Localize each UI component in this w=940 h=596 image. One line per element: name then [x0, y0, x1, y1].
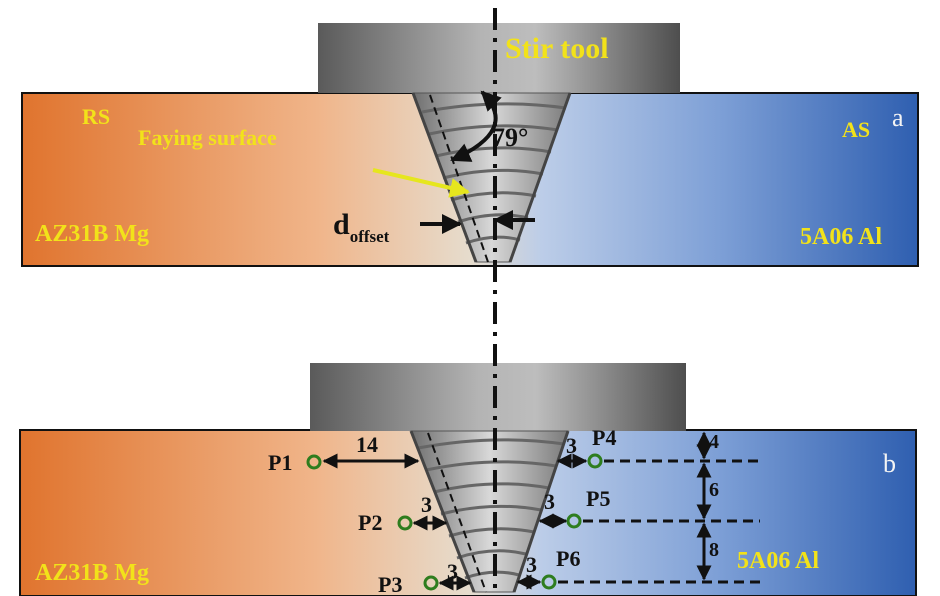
tool-shoulder-a [318, 23, 680, 93]
dist-label-p6: 3 [526, 552, 537, 577]
panel-b: P1 P2 P3 P4 P5 P6 14 3 3 3 3 3 4 6 8 b A… [19, 363, 917, 596]
point-p6-label: P6 [556, 546, 580, 571]
dist-label-p2: 3 [421, 492, 432, 517]
faying-surface-label: Faying surface [138, 125, 277, 150]
point-p5-marker [566, 513, 582, 529]
dist-label-p4: 3 [566, 433, 577, 458]
point-p3-label: P3 [378, 572, 402, 596]
depth-label-8: 8 [709, 539, 719, 561]
point-p5-label: P5 [586, 486, 610, 511]
point-p3-marker [423, 575, 439, 591]
point-p1-marker [306, 454, 322, 470]
panel-letter-a: a [892, 103, 904, 132]
faying-surface-pointer [372, 168, 470, 198]
stir-tool-label: Stir tool [505, 32, 609, 65]
rs-label: RS [82, 104, 110, 129]
angle-arc [450, 90, 502, 162]
dist-label-p3: 3 [447, 559, 458, 584]
panel-letter-b: b [883, 449, 896, 478]
az31b-label-b: AZ31B Mg [35, 560, 149, 586]
as-label: AS [842, 117, 870, 142]
dist-label-p1: 14 [356, 432, 378, 457]
5a06-label-a: 5A06 Al [800, 224, 882, 250]
point-p4-label: P4 [592, 425, 616, 450]
point-p1-label: P1 [268, 450, 292, 475]
depth-label-4: 4 [709, 431, 719, 453]
dist-label-p5: 3 [544, 489, 555, 514]
tool-pin-b [409, 430, 570, 593]
point-p2-label: P2 [358, 510, 382, 535]
point-p4-marker [587, 453, 603, 469]
angle-label: 79° [492, 123, 528, 152]
offset-label: doffset [333, 208, 390, 246]
panel-a: Stir tool RS Faying surface AS a 79° AZ3… [21, 23, 919, 267]
tool-shoulder-b [310, 363, 686, 431]
point-p6-marker [541, 574, 557, 590]
az31b-label-a: AZ31B Mg [35, 221, 149, 247]
5a06-label-b: 5A06 Al [737, 548, 819, 574]
depth-label-6: 6 [709, 479, 719, 501]
point-p2-marker [397, 515, 413, 531]
